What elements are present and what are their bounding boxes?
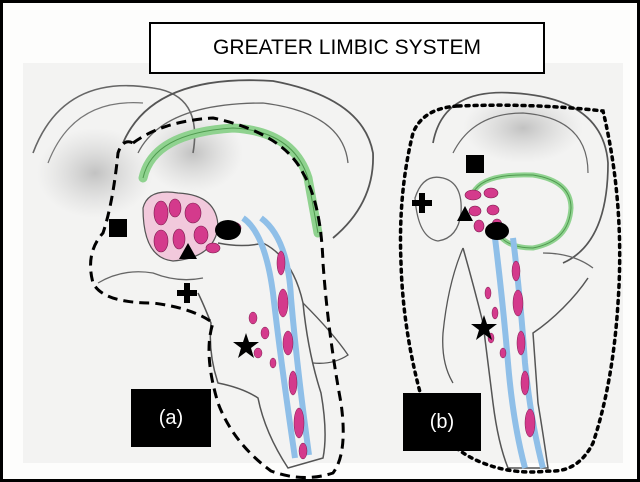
panel-label-a: (a) [131, 389, 211, 447]
brain-drawings [3, 3, 637, 479]
figure-title: GREATER LIMBIC SYSTEM [149, 22, 545, 74]
panel-label-b: (b) [403, 393, 481, 451]
oval-marker-a [215, 220, 241, 240]
square-marker-a [109, 219, 127, 237]
square-marker-b [466, 155, 484, 173]
oval-marker-b [485, 222, 509, 240]
